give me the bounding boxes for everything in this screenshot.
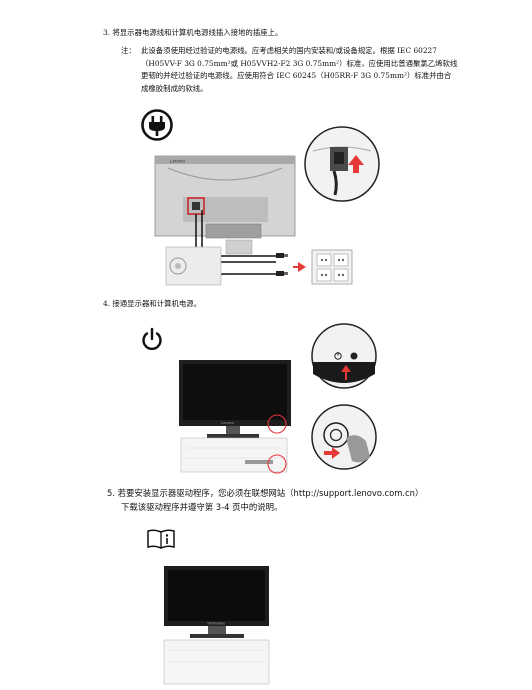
- power-connector-zoom: [304, 126, 380, 202]
- power-button-icon: [142, 327, 162, 351]
- monitor-brand-label-front: Lenovo: [221, 420, 235, 425]
- monitor-power-button-zoom: [311, 323, 377, 389]
- note-line-2: （H05VV-F 3G 0.75mm²或 H05VVH2-F2 3G 0.75m…: [141, 58, 458, 68]
- note-line-1: 此设备须使用经过验证的电源线。应考虑相关的国内安装和/或设备规定。根据 IEC …: [141, 46, 437, 55]
- step5-line1: 5. 若要安装显示器驱动程序，您必须在联想网站（http://support.l…: [107, 488, 424, 498]
- monitor-brand-label: Lenovo: [170, 159, 185, 164]
- note-line-3: 更韧的并经过验证的电源线。应使用符合 IEC 60245（H05RR-F 3G …: [141, 71, 452, 80]
- note-label: 注：: [121, 46, 136, 55]
- monitor-front-illustration: Lenovo: [179, 360, 291, 474]
- pc-power-button-zoom: [311, 404, 377, 470]
- monitor-back-illustration: Lenovo: [154, 155, 353, 286]
- step4-title: 4. 接通显示器和计算机电源。: [103, 299, 202, 308]
- step3-title: 3. 将显示器电源线和计算机电源线插入接地的插座上。: [103, 28, 283, 37]
- note-line-4: 成橡胶制成的软线。: [141, 83, 208, 93]
- note-text: 此设备须使用经过验证的电源线。应考虑相关的国内安装和/或设备规定。根据 IEC …: [141, 45, 503, 95]
- power-plug-icon: [141, 109, 173, 141]
- info-book-icon: [147, 529, 175, 549]
- step5-line2: 下载该驱动程序并遵守第 3-4 页中的说明。: [121, 502, 283, 512]
- monitor-brand-label-step5: ThinkVision: [207, 622, 225, 626]
- monitor-and-pc-illustration: ThinkVision: [163, 566, 270, 685]
